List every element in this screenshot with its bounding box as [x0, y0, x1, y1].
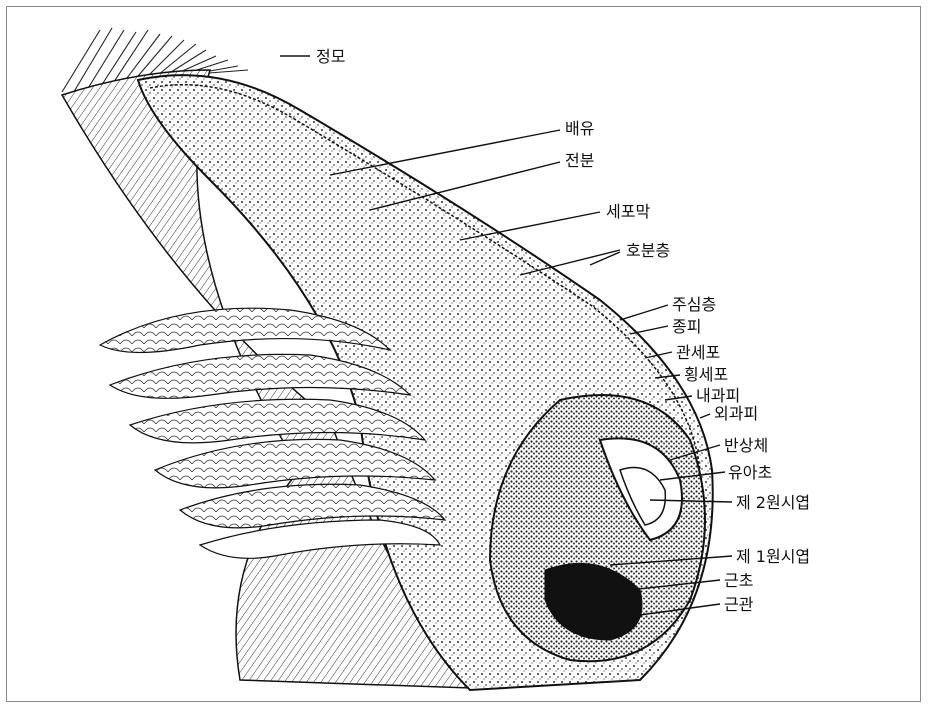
label-first-leaf: 제 1원시엽	[736, 548, 810, 566]
label-nucellus: 주심층	[672, 296, 716, 314]
label-second-leaf: 제 2원시엽	[736, 494, 810, 512]
label-coleoptile: 유아초	[728, 464, 772, 482]
label-cross-cell: 횡세포	[684, 366, 728, 384]
label-cell-wall: 세포막	[606, 203, 650, 221]
label-coleorhiza: 근초	[724, 572, 753, 590]
label-hair: 정모	[316, 48, 345, 66]
label-scutellum: 반상체	[724, 437, 768, 455]
label-aleurone: 호분층	[626, 242, 670, 260]
label-tube-cell: 관세포	[676, 344, 720, 362]
label-inner-pericarp: 내과피	[696, 387, 740, 405]
label-outer-pericarp: 외과피	[714, 405, 758, 423]
label-endosperm: 배유	[565, 120, 594, 138]
label-radicle: 근관	[724, 596, 753, 614]
label-starch: 전분	[565, 152, 594, 170]
label-seed-coat: 종피	[672, 318, 701, 336]
